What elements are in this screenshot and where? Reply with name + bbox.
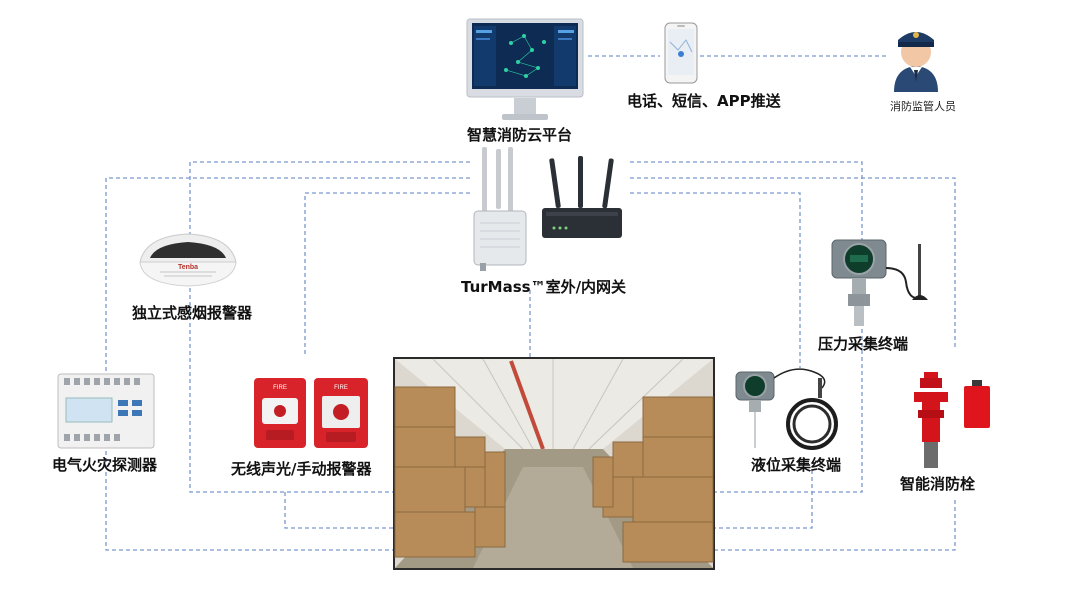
smoke-detector-icon: Tenba [136,228,240,290]
smart-hydrant-icon [912,366,998,470]
cloud-platform-label: 智慧消防云平台 [467,126,573,144]
smoke-detector-label: 独立式感烟报警器 [132,304,253,322]
liquid-level-label: 液位采集终端 [751,456,842,474]
outdoor-gateway-icon [470,145,530,271]
cloud-platform-monitor [466,18,584,124]
pressure-terminal-icon [826,238,936,332]
electric-label: 电气火灾探测器 [52,456,158,474]
alarm-text-2: FIRE [334,385,348,391]
supervisor-avatar-icon [886,20,946,92]
phone-icon [664,22,698,84]
alarm-text-1: FIRE [273,385,287,391]
pressure-label: 压力采集终端 [818,335,909,353]
supervisor-label: 消防监管人员 [890,100,956,113]
alarm-label: 无线声光/手动报警器 [231,460,372,478]
warehouse-photo [393,357,715,570]
gateway-label: TurMass™室外/内网关 [461,278,627,296]
hydrant-label: 智能消防栓 [900,475,976,493]
indoor-gateway-icon [540,156,624,242]
smoke-detector-brand: Tenba [178,264,198,271]
liquid-level-terminal-icon [734,364,844,454]
electric-fire-detector-icon [56,370,156,452]
notify-label: 电话、短信、APP推送 [627,92,781,110]
wireless-alarm-icons: FIRE FIRE [252,376,372,450]
